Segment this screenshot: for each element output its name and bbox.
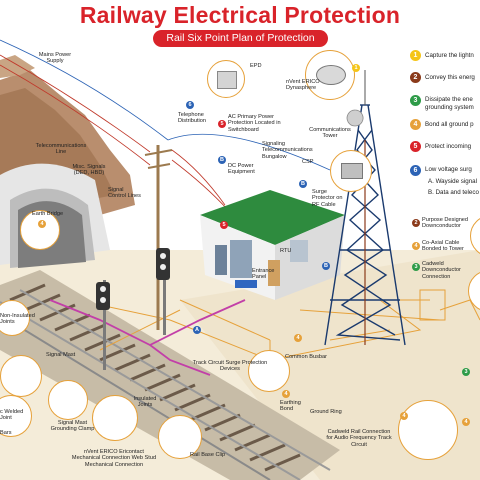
legend-text-2: Convey this energ bbox=[425, 74, 475, 81]
inset-signal-mast-clamp bbox=[0, 355, 42, 397]
label-signal-control: Signal Control Lines bbox=[108, 187, 141, 200]
legend-badge-4: 4 bbox=[410, 119, 421, 130]
diagram-badge-2-down: 2 bbox=[412, 219, 420, 227]
label-bars: Bars bbox=[0, 430, 12, 436]
label-track-circuit: Track Circuit Surge Protection Devices bbox=[192, 360, 268, 373]
label-telephone-dist: Telephone Distribution bbox=[178, 112, 206, 125]
label-mains-power: Mains Power Supply bbox=[38, 52, 72, 65]
label-rtu: RTU bbox=[280, 248, 292, 254]
diagram-badge-A-track: A bbox=[193, 326, 201, 334]
inset-track-devices bbox=[248, 350, 290, 392]
diagram-badge-4-coax: 4 bbox=[412, 242, 420, 250]
label-signal-mast-clamp: Signal Mast Grounding Clamp bbox=[50, 420, 95, 433]
label-ground-ring: Ground Ring bbox=[310, 409, 342, 415]
label-common-busbar: Common Busbar bbox=[285, 354, 327, 360]
legend-text-6: Low voltage surg bbox=[425, 166, 472, 173]
page-title: Railway Electrical Protection bbox=[79, 2, 401, 28]
csp-device-icon bbox=[341, 163, 363, 179]
label-insulated-joints: Insulated Joints bbox=[133, 396, 157, 409]
label-purpose-down: Purpose Designed Downconductor bbox=[422, 217, 469, 230]
legend-badge-5: 5 bbox=[410, 141, 421, 152]
inset-cadweld-rail bbox=[398, 400, 458, 460]
label-epd: EPD bbox=[250, 63, 262, 69]
label-cadweld-down: Cadweld Downconductor Connection bbox=[422, 261, 461, 280]
label-signal-mast: Signal Mast bbox=[46, 352, 76, 358]
label-csp: CSP bbox=[302, 159, 314, 165]
label-earth-bridge: Earth Bridge bbox=[32, 211, 64, 217]
diagram-badge-5-ac: 5 bbox=[218, 120, 226, 128]
label-entrance-panel: Entrance Panel bbox=[252, 268, 275, 281]
legend-badge-3: 3 bbox=[410, 95, 421, 106]
diagram-badge-4-bungalow: 4 bbox=[294, 334, 302, 342]
legend-text-5: Protect incoming bbox=[425, 143, 472, 150]
legend-badge-2: 2 bbox=[410, 72, 421, 83]
diagram-badge-3-cadweld: 3 bbox=[412, 263, 420, 271]
legend-text-4: Bond all ground p bbox=[425, 121, 474, 128]
legend-text-3: Dissipate the ene bbox=[425, 96, 473, 103]
label-dc-power: DC Power Equipment bbox=[228, 163, 255, 176]
legend-text-3b: grounding system bbox=[425, 104, 474, 111]
diagram-badge-5-bungalow: 5 bbox=[220, 221, 228, 229]
label-rail-base-clip: Rail Base Clip bbox=[190, 452, 226, 458]
label-comm-tower: Communications Tower bbox=[309, 127, 351, 140]
label-erico-dyna: nVent ERICO Dynasphere bbox=[286, 79, 320, 92]
diagram-badge-B-panel: B bbox=[322, 262, 330, 270]
label-telecom-line: Telecommunications Line bbox=[35, 143, 87, 156]
diagram-badge-4-right: 4 bbox=[462, 418, 470, 426]
inset-erico-conn bbox=[92, 395, 138, 441]
inset-rail-clip bbox=[158, 415, 202, 459]
legend-text-1: Capture the lightn bbox=[425, 52, 474, 59]
label-surge-rf: Surge Protector on RF Cable bbox=[312, 189, 343, 208]
inset-csp bbox=[330, 150, 372, 192]
label-coax-bonded: Co-Axial Cable Bonded to Tower bbox=[422, 240, 464, 253]
label-welded-joint: c Welded Joint bbox=[0, 409, 24, 422]
diagram-badge-B-surge: B bbox=[299, 180, 307, 188]
inset-tunnel-bond bbox=[20, 210, 60, 250]
inset-clamp bbox=[48, 380, 88, 420]
dynasphere-icon bbox=[316, 65, 346, 85]
legend-text-6a: A. Wayside signal bbox=[428, 178, 477, 185]
epd-device-icon bbox=[217, 71, 237, 89]
legend-badge-1: 1 bbox=[410, 50, 421, 61]
label-non-insulated: Non-Insulated Joints bbox=[0, 313, 35, 326]
diagram-badge-6-telephone: 6 bbox=[186, 101, 194, 109]
inset-dynasphere bbox=[305, 50, 355, 100]
diagram-badge-1-dyna: 1 bbox=[352, 64, 360, 72]
label-earthing-bond: Earthing Bond bbox=[280, 400, 301, 413]
label-ac-primary: AC Primary Power Protection Located in S… bbox=[228, 114, 281, 133]
legend-text-6b: B. Data and teleco bbox=[428, 189, 479, 196]
page-subtitle: Rail Six Point Plan of Protection bbox=[153, 30, 328, 47]
label-cadweld-rail: Cadweld Rail Connection for Audio Freque… bbox=[326, 429, 392, 448]
diagram-badge-4-cadweld-rail: 4 bbox=[400, 412, 408, 420]
diagram-badge-3-right: 3 bbox=[462, 368, 470, 376]
diagram-badge-4-earthing: 4 bbox=[282, 390, 290, 398]
label-signaling-bungalow: Signaling Telecommunications Bungalow bbox=[262, 141, 313, 160]
legend-badge-6: 6 bbox=[410, 165, 421, 176]
label-erico-conn: nVent ERICO Ericontact Mechanical Connec… bbox=[71, 449, 157, 468]
diagram-badge-B-dc: B bbox=[218, 156, 226, 164]
inset-epd bbox=[207, 60, 245, 98]
label-misc-signals: Misc. Signals (DED, HBD) bbox=[72, 164, 106, 177]
diagram-badge-4-tunnel: 4 bbox=[38, 220, 46, 228]
inset-non-insulated bbox=[0, 300, 30, 336]
